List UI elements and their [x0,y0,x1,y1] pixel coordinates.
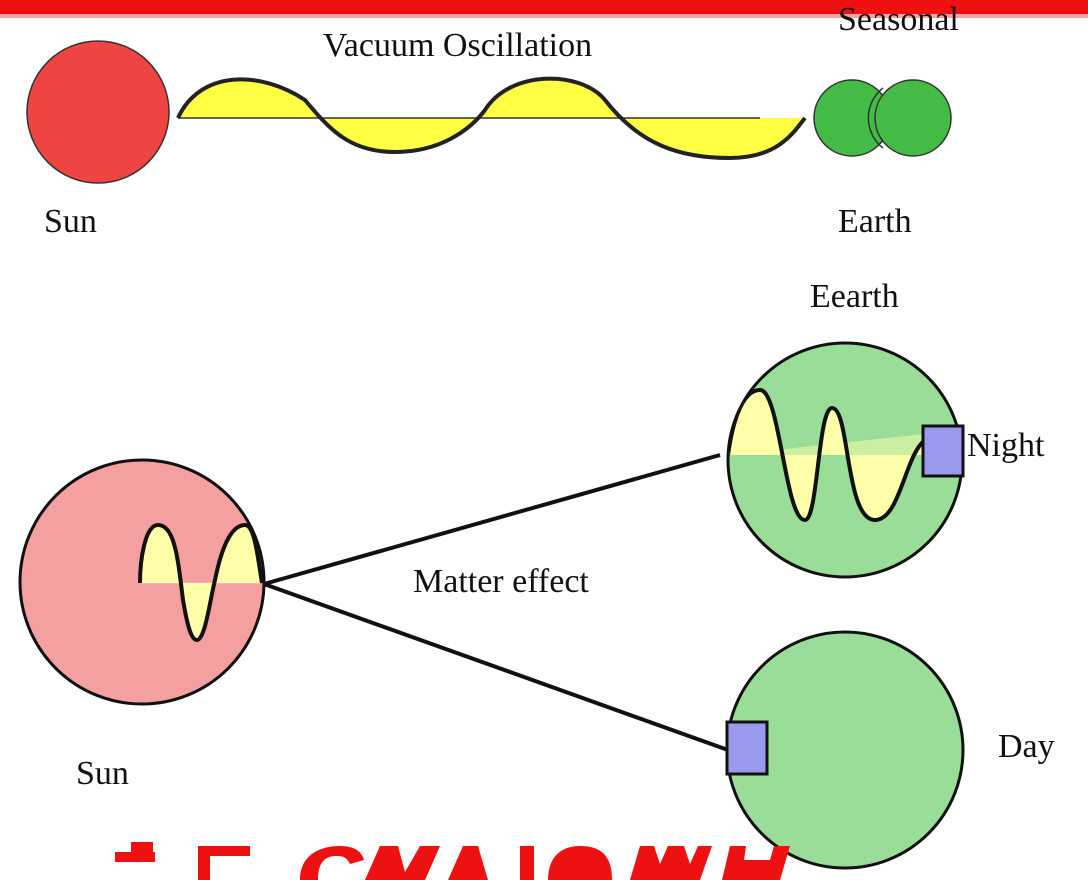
vacuum-wave [178,79,805,158]
sun-bottom-label: Sun [76,755,129,792]
path-to-day-line [264,584,728,750]
earth-top-label: Earth [838,203,912,240]
seasonal-label: Seasonal [838,1,959,38]
vacuum-oscillation-label: Vacuum Oscillation [323,27,592,64]
bottom-cutoff-text [115,842,790,880]
night-label: Night [967,427,1045,464]
earth-top-circle-right [875,80,951,156]
day-label: Day [998,728,1055,765]
earth-bottom-label: Eearth [810,278,899,315]
sun-top-circle [27,41,169,183]
night-detector [923,426,963,476]
sun-top-label: Sun [44,203,97,240]
day-detector [727,722,767,774]
matter-effect-label: Matter effect [413,563,589,600]
